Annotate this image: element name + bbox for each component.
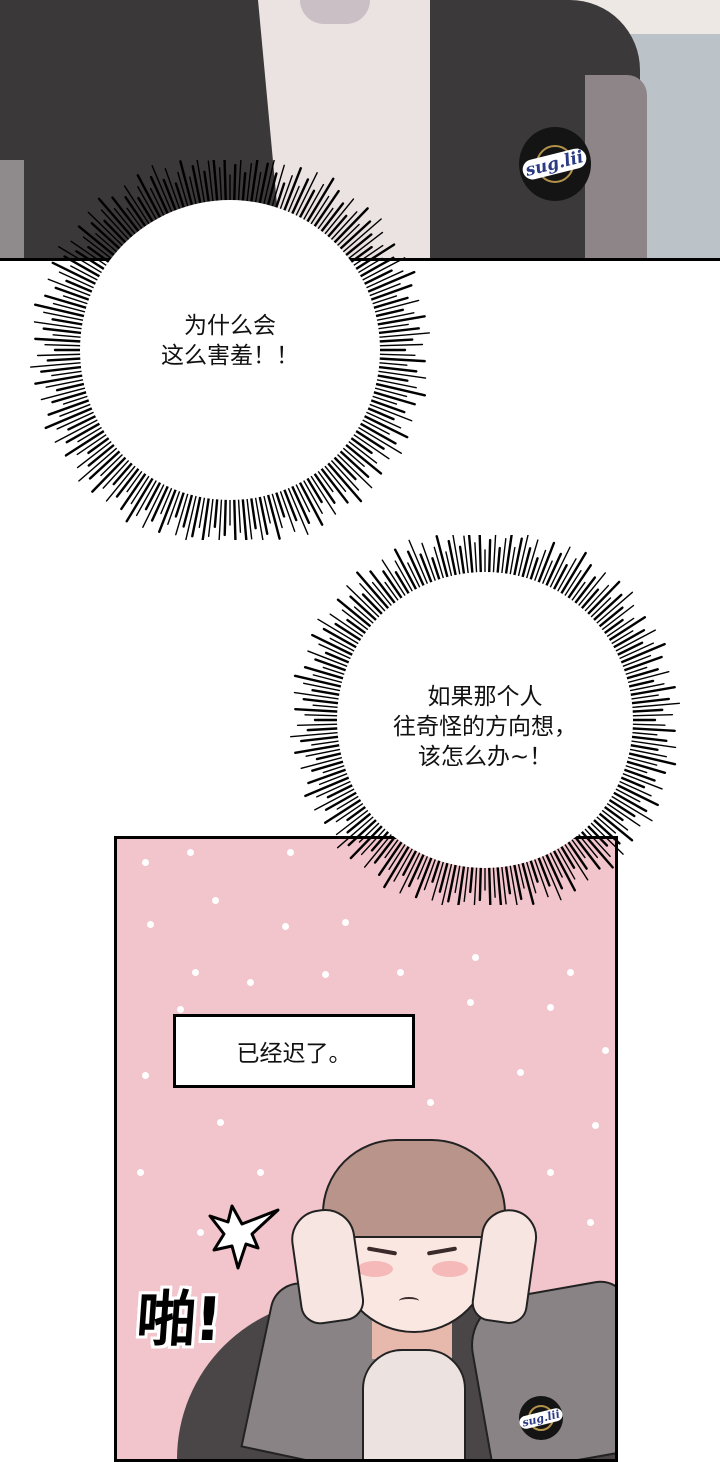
thought-burst-2: 如果那个人 往奇怪的方向想， 该怎么办~！ (280, 535, 690, 905)
polka-dot (547, 1004, 554, 1011)
polka-dot (472, 954, 479, 961)
polka-dot (602, 1047, 609, 1054)
polka-dot (247, 979, 254, 986)
polka-dot (142, 859, 149, 866)
polka-dot (427, 1099, 434, 1106)
burst-1-line-2: 这么害羞！！ (161, 342, 299, 369)
caption-box: 已经迟了。 (173, 1014, 415, 1088)
character-tshirt (362, 1349, 466, 1459)
thought-burst-1: 为什么会 这么害羞！！ (20, 160, 440, 540)
polka-dot (257, 1169, 264, 1176)
polka-dot (137, 1169, 144, 1176)
polka-dot (592, 1122, 599, 1129)
impact-star-icon (208, 1204, 280, 1270)
pin-badge-icon: sug.lii (517, 1396, 565, 1440)
polka-dot (192, 969, 199, 976)
sound-effect-text: 啪! (134, 1285, 223, 1355)
polka-dot (547, 1169, 554, 1176)
polka-dot (342, 919, 349, 926)
blush-right (432, 1261, 468, 1277)
sleeve-left (0, 160, 24, 258)
polka-dot (322, 971, 329, 978)
polka-dot (467, 999, 474, 1006)
polka-dot (212, 897, 219, 904)
polka-dot (567, 969, 574, 976)
polka-dot (587, 1219, 594, 1226)
polka-dot (397, 969, 404, 976)
pink-panel: 已经迟了。 sug.lii 啪! (114, 836, 618, 1462)
top-panel-jacket-closeup: sug.lii (0, 0, 720, 261)
burst-2-line-2: 往奇怪的方向想， (393, 713, 577, 740)
burst-1-text: 为什么会 这么害羞！！ (20, 312, 440, 372)
polka-dot (177, 1006, 184, 1013)
polka-dot (217, 1119, 224, 1126)
polka-dot (287, 849, 294, 856)
character-hair (322, 1139, 506, 1238)
burst-spikes-icon (30, 160, 430, 540)
character-covering-ears: sug.lii (177, 1139, 615, 1459)
polka-dot (282, 923, 289, 930)
burst-2-line-3: 该怎么办~！ (417, 743, 553, 770)
caption-text: 已经迟了。 (236, 1041, 352, 1067)
polka-dot (517, 1069, 524, 1076)
polka-dot (147, 921, 154, 928)
blush-left (357, 1261, 393, 1277)
pin-badge-icon: sug.lii (519, 127, 591, 201)
polka-dot (142, 1072, 149, 1079)
sleeve-right (585, 75, 647, 258)
polka-dot (187, 849, 194, 856)
burst-2-line-1: 如果那个人 (427, 684, 543, 710)
burst-1-line-1: 为什么会 (184, 313, 276, 339)
polka-dot (147, 1309, 154, 1316)
frown-mouth (399, 1297, 419, 1305)
burst-2-text: 如果那个人 往奇怪的方向想， 该怎么办~！ (280, 683, 690, 773)
burst-spikes-icon (290, 535, 680, 905)
polka-dot (197, 1229, 204, 1236)
neck-shadow (300, 0, 370, 24)
